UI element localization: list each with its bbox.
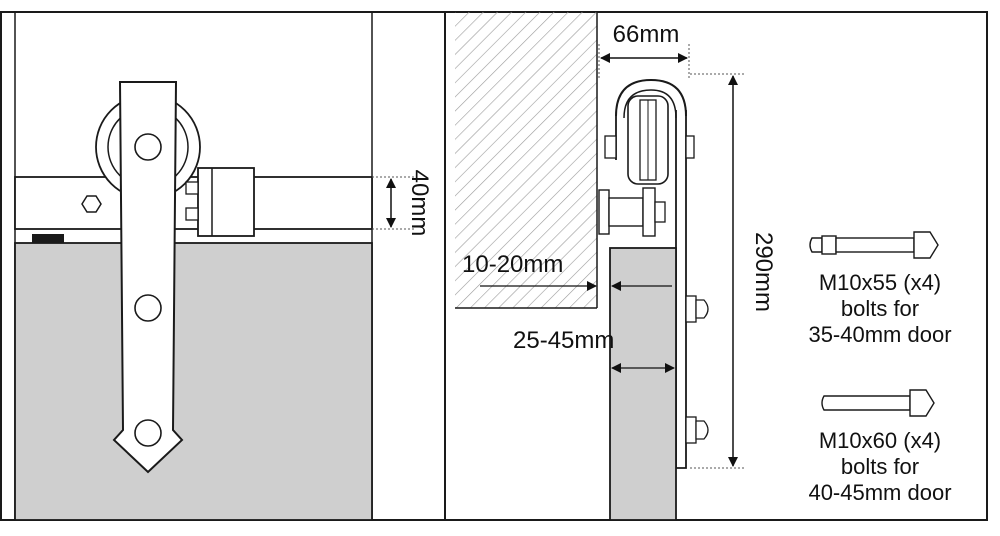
anti-jump-block <box>197 167 255 237</box>
bolt-1-line3: 35-40mm door <box>808 322 951 347</box>
hanger-hook-inner <box>623 89 677 119</box>
axle-nut-icon <box>685 135 695 159</box>
wall-section <box>455 12 597 308</box>
arrow-strap <box>112 81 184 474</box>
rail-height-label: 40mm <box>406 170 433 237</box>
block-bolt-icon <box>185 207 199 221</box>
hanger-hook <box>615 78 687 117</box>
side-view: 66mm 290mm 10-20mm 25-45mm M10x55 (x4) b… <box>455 12 952 521</box>
block-bolt-icon <box>185 181 199 195</box>
door-thickness-label: 25-45mm <box>513 327 614 354</box>
door-bolt-icon <box>685 416 709 444</box>
door-panel <box>14 242 373 521</box>
bolt-m10x60-icon <box>821 389 935 417</box>
axle-nut-icon <box>604 135 617 159</box>
front-view: 40mm <box>14 12 433 521</box>
wall-spacer <box>608 197 644 227</box>
door-stopper <box>32 234 64 243</box>
bolt-2-line2: bolts for <box>841 454 919 479</box>
hanger-width-label: 66mm <box>613 21 680 48</box>
spacer-nut <box>642 187 656 237</box>
strap-bolt-icon <box>134 133 162 161</box>
hanger-strap <box>675 110 687 469</box>
hanger-height-label: 290mm <box>750 232 777 312</box>
bolt-2-spec: M10x60 (x4) <box>819 428 941 453</box>
bolt-2-line3: 40-45mm door <box>808 480 951 505</box>
strap-bolt-icon <box>134 294 162 322</box>
wall-gap-label: 10-20mm <box>462 251 563 278</box>
bolt-1-spec: M10x55 (x4) <box>819 270 941 295</box>
door-bolt-icon <box>685 295 709 323</box>
rail-bolt-hex <box>81 195 102 213</box>
bolt-1-line2: bolts for <box>841 296 919 321</box>
door-side <box>609 247 677 521</box>
strap-bolt-icon <box>134 419 162 447</box>
spacer-cap <box>654 201 666 223</box>
bolt-m10x55-icon <box>809 231 939 259</box>
wall-bolt-head <box>598 189 610 235</box>
